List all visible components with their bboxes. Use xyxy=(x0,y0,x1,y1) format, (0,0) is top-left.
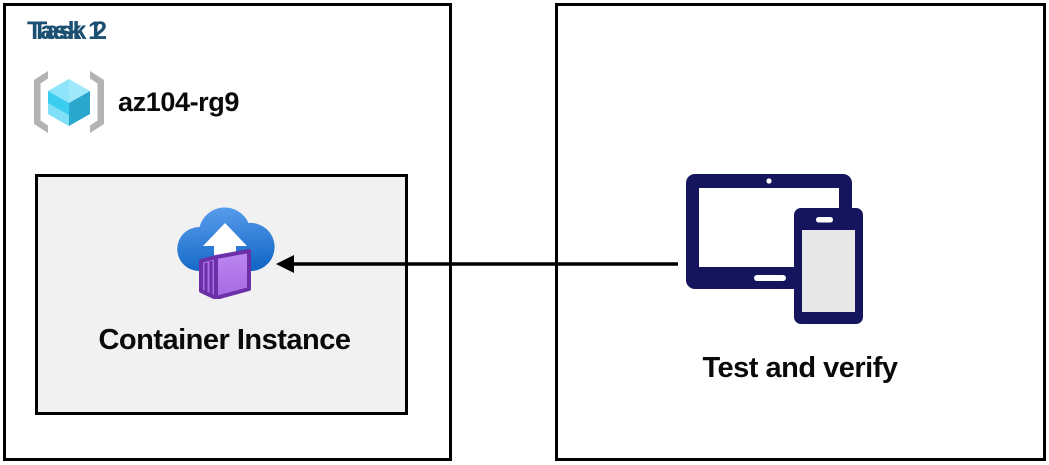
panel-title-task-2: Task 2 xyxy=(32,17,107,45)
panel-title-task-1: Task 1 xyxy=(27,17,102,45)
container-instance-label: Container Instance xyxy=(98,324,351,356)
azure-resource-group-icon xyxy=(34,71,104,133)
azure-container-instance-icon xyxy=(177,207,275,299)
container-instance-box: Container Instance xyxy=(35,174,408,415)
resource-group-label: az104-rg9 xyxy=(118,86,239,117)
test-and-verify-label: Test and verify xyxy=(702,352,898,384)
devices-tablet-phone-icon xyxy=(686,174,863,324)
resource-group-row: az104-rg9 xyxy=(30,62,330,142)
flow-arrow-task2-to-task1 xyxy=(276,255,678,273)
